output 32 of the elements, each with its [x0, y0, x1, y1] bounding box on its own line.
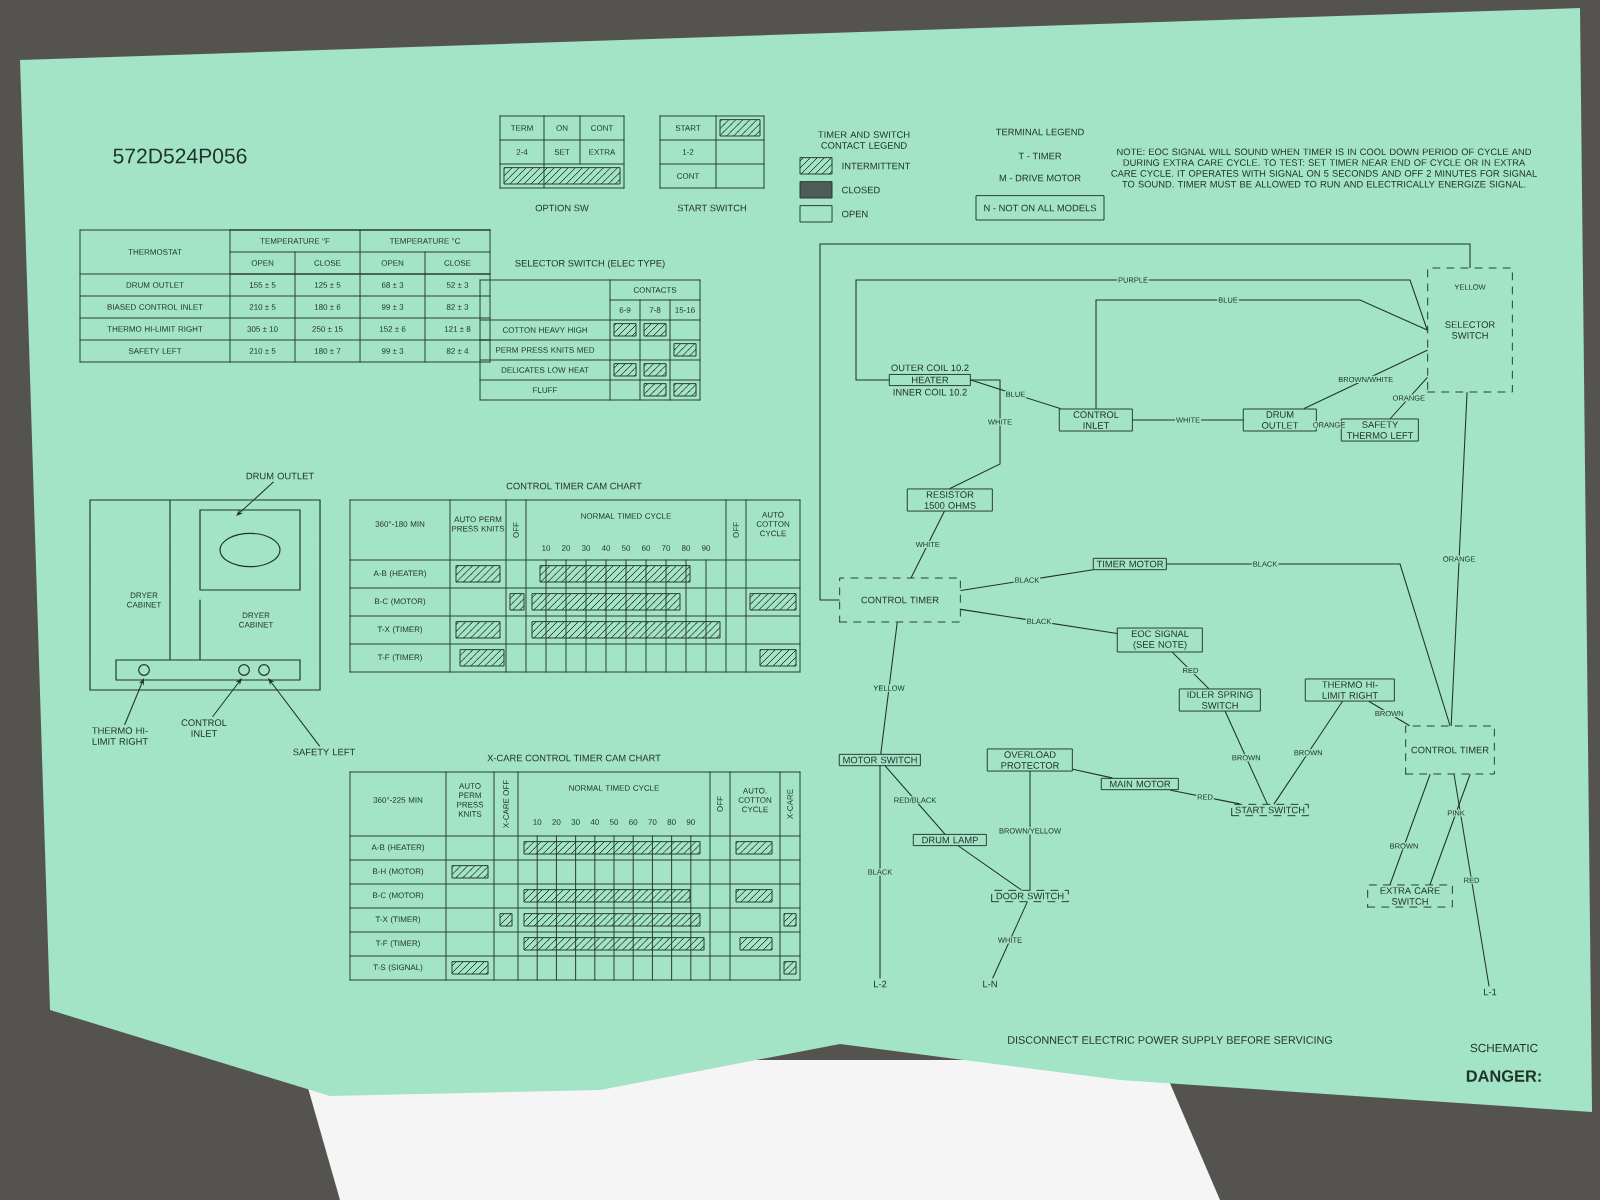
wire: [1389, 377, 1428, 419]
wire: [1095, 299, 1428, 410]
wire: [960, 608, 1118, 634]
leader-line: [212, 678, 242, 718]
wire: [1450, 391, 1468, 727]
wire: [1224, 711, 1268, 805]
danger-heading: DANGER:: [1466, 1070, 1541, 1082]
wire: [1453, 773, 1490, 987]
wire: [949, 379, 1001, 489]
wire: [884, 765, 946, 835]
wire: [819, 243, 1471, 601]
wire: [1273, 701, 1343, 805]
leader-line: [268, 678, 320, 747]
wire: [1029, 771, 1031, 891]
wire: [1170, 789, 1240, 805]
wire: [855, 279, 1428, 381]
wire: [1072, 768, 1113, 779]
wire: [1166, 563, 1451, 727]
wire: [1429, 773, 1471, 885]
wire: [910, 511, 945, 579]
leader-line: [236, 481, 274, 516]
wire: [1303, 349, 1428, 410]
leader-line: [124, 678, 144, 725]
wire: [1389, 773, 1431, 885]
wire: [960, 569, 1094, 592]
wire: [1171, 651, 1210, 689]
wire: [1368, 701, 1410, 727]
wire: [880, 621, 898, 755]
wire: [958, 845, 1022, 891]
part-number: 572D524P056: [113, 148, 247, 164]
wire: [879, 765, 881, 979]
wire: [992, 901, 1028, 979]
